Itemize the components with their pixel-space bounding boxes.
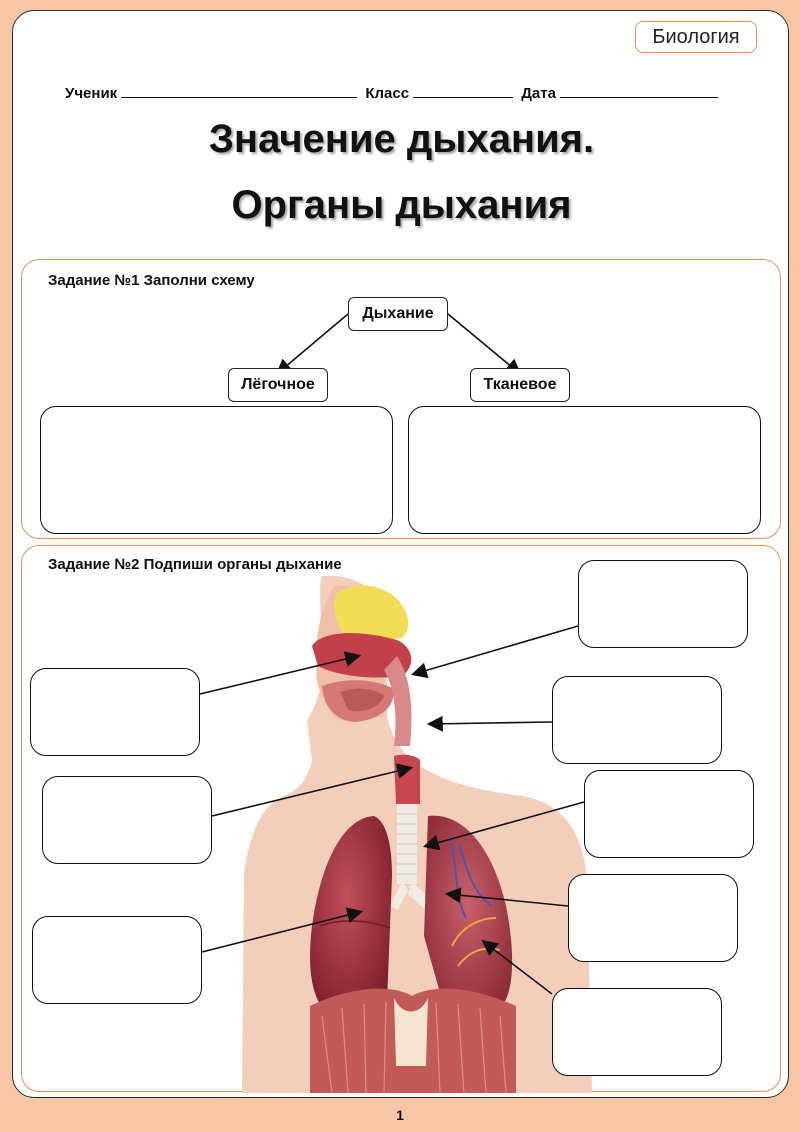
label-box-right-4[interactable]: [568, 874, 738, 962]
scheme-node-pulmonary: Лёгочное: [228, 368, 328, 402]
subject-badge: Биология: [635, 21, 757, 53]
page-title-line1: Значение дыхания.: [13, 117, 790, 162]
arrow-to-tissue: [448, 314, 519, 373]
label-box-right-3[interactable]: [584, 770, 754, 858]
label-box-left-2[interactable]: [42, 776, 212, 864]
page-number: 1: [0, 1107, 800, 1123]
label-box-right-1[interactable]: [578, 560, 748, 648]
label-box-right-2[interactable]: [552, 676, 722, 764]
student-label: Ученик: [65, 85, 117, 102]
pointer-pharynx: [430, 722, 552, 724]
label-box-right-5[interactable]: [552, 988, 722, 1076]
date-field[interactable]: [560, 83, 718, 98]
task1-panel: Задание №1 Заполни схему Дыхание Лёгочно…: [21, 259, 781, 539]
answer-box-tissue[interactable]: [408, 406, 761, 534]
student-name-field[interactable]: [121, 83, 357, 98]
label-box-left-1[interactable]: [30, 668, 200, 756]
answer-box-pulmonary[interactable]: [40, 406, 393, 534]
date-label: Дата: [521, 85, 556, 102]
page-title-line2: Органы дыхания: [13, 183, 790, 228]
task2-panel: Задание №2 Подпиши органы дыхание: [21, 545, 781, 1092]
student-info-line: Ученик Класс Дата: [65, 83, 722, 102]
class-field[interactable]: [413, 83, 513, 98]
class-label: Класс: [365, 85, 409, 102]
body-illustration: [242, 576, 592, 1093]
scheme-root-breathing: Дыхание: [348, 297, 448, 331]
scheme-node-tissue: Тканевое: [470, 368, 570, 402]
label-box-left-3[interactable]: [32, 916, 202, 1004]
worksheet-page: Биология Ученик Класс Дата Значение дыха…: [12, 10, 789, 1098]
arrow-to-pulmonary: [278, 314, 348, 373]
pointer-nasopharynx: [414, 626, 578, 674]
